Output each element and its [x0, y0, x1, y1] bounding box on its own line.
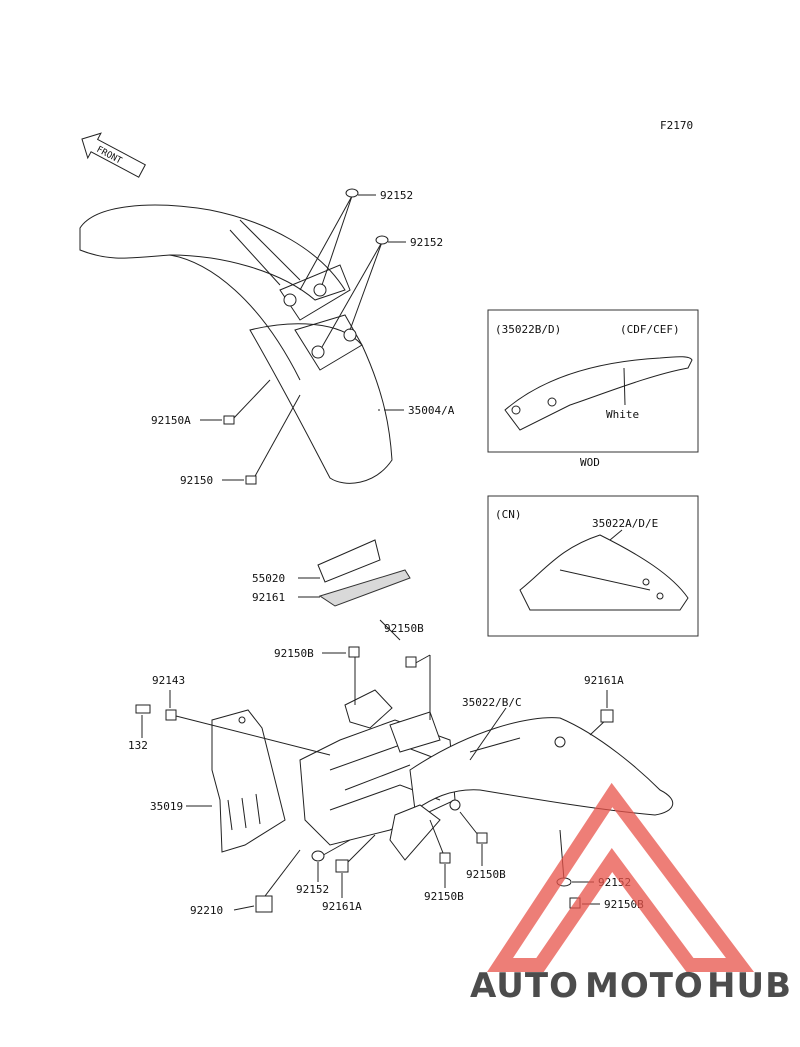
inset-wod-caption: WOD: [580, 456, 600, 469]
inset-cn: (CN) 35022A/D/E: [487, 495, 699, 637]
front-leaders: [231, 195, 383, 479]
bolt-92150B-a: [348, 646, 360, 658]
label-35019: 35019: [150, 800, 183, 813]
label-35022bc: 35022/B/C: [462, 696, 522, 709]
nut-92161A-a: [600, 709, 614, 723]
bolt-92150B-d: [476, 832, 488, 844]
label-92150: 92150: [180, 474, 213, 487]
label-55020: 55020: [252, 572, 285, 585]
inset-wod: (35022B/D) (CDF/CEF) White WOD: [487, 309, 699, 469]
washer-92152-a: [345, 188, 359, 198]
label-92150B-b: 92150B: [384, 622, 424, 635]
label-92152-b: 92152: [410, 236, 443, 249]
label-92150B-c: 92150B: [424, 890, 464, 903]
nut-92143: [165, 709, 177, 721]
watermark-triangle: [487, 782, 755, 972]
label-92152-c: 92152: [296, 883, 329, 896]
washer-92152-b: [375, 235, 389, 245]
washer-92152-c: [311, 850, 325, 862]
label-92152-a: 92152: [380, 189, 413, 202]
bolt-92150B-c: [439, 852, 451, 864]
watermark-part3: HUB: [707, 966, 792, 1006]
label-92210: 92210: [190, 904, 223, 917]
label-92150B-a: 92150B: [274, 647, 314, 660]
front-arrow: FRONT: [81, 132, 146, 178]
label-92150B-d: 92150B: [466, 868, 506, 881]
figure-code: F2170: [660, 119, 693, 132]
inset-cn-part: 35022A/D/E: [592, 517, 658, 530]
nut-92161A-b: [335, 859, 349, 873]
inset-wod-color: White: [606, 408, 639, 421]
label-132: 132: [128, 739, 148, 752]
inset-wod-market: (CDF/CEF): [620, 323, 680, 336]
inset-wod-variant: (35022B/D): [495, 323, 561, 336]
watermark-logo: AUTO MOTO HUB: [470, 782, 792, 1006]
label-35004: 35004/A: [408, 404, 455, 417]
label-92150A: 92150A: [151, 414, 191, 427]
bolt-92150A: [223, 415, 235, 425]
bolt-92150: [245, 475, 257, 485]
label-92161: 92161: [252, 591, 285, 604]
label-92143: 92143: [152, 674, 185, 687]
inset-cn-market: (CN): [495, 508, 522, 521]
bolt-92150B-b: [405, 656, 417, 668]
front-fender: [79, 204, 393, 484]
clip-92210: [255, 895, 273, 913]
flap-55020: [317, 539, 411, 607]
label-92161A-b: 92161A: [322, 900, 362, 913]
bolt-132: [135, 704, 151, 714]
label-92161A-a: 92161A: [584, 674, 624, 687]
watermark-part1: AUTO: [470, 966, 579, 1006]
watermark-part2: MOTO: [585, 966, 704, 1006]
